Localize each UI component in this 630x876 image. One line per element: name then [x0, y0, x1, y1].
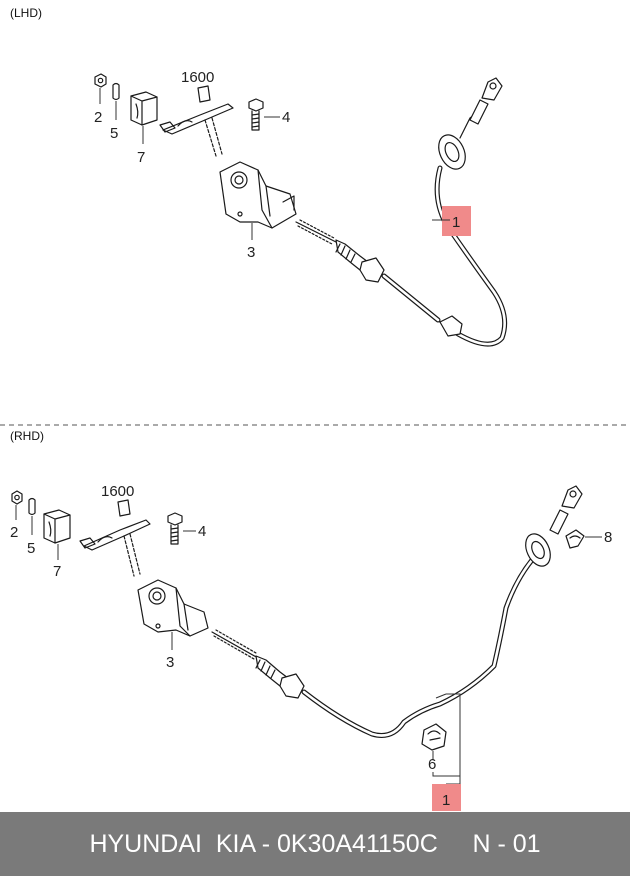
- rhd-bushing-part-7: [43, 509, 71, 560]
- rhd-clamp-part-6: [421, 723, 447, 760]
- footer-part-number: HYUNDAI KIA - 0K30A41150C N - 01: [89, 829, 541, 858]
- section-label-lhd: (LHD): [10, 6, 42, 20]
- rhd-label-3: 3: [166, 654, 174, 671]
- lhd-label-2: 2: [94, 109, 102, 126]
- lhd-label-1: 1: [452, 214, 460, 231]
- rhd-highlight-part-1: [432, 784, 461, 811]
- rhd-label-5: 5: [27, 540, 35, 557]
- lhd-label-7: 7: [137, 149, 145, 166]
- rhd-label-7: 7: [53, 563, 61, 580]
- lhd-pin-part-5: [112, 82, 120, 120]
- rhd-label-6: 6: [428, 756, 436, 773]
- rhd-lever-clip-part-1600: [79, 499, 151, 577]
- rhd-label-8: 8: [604, 529, 612, 546]
- lhd-label-1600: 1600: [181, 69, 214, 86]
- rhd-pin-part-5: [28, 497, 36, 535]
- rhd-cable-part-1: [211, 485, 583, 738]
- lhd-highlight-part-1: [442, 206, 471, 236]
- rhd-clip-part-8: [565, 529, 602, 549]
- lhd-label-3: 3: [247, 244, 255, 261]
- lhd-cable-part-1: [295, 77, 508, 347]
- parts-diagram: (LHD) 2 5 7 1600 4: [0, 6, 630, 811]
- lhd-label-4: 4: [282, 109, 290, 126]
- lhd-label-5: 5: [110, 125, 118, 142]
- lhd-lever-clip-part-1600: [159, 85, 234, 157]
- rhd-label-1600: 1600: [101, 483, 134, 500]
- lhd-bolt-part-4: [248, 98, 280, 131]
- rhd-label-1: 1: [442, 792, 450, 809]
- footer-bar: HYUNDAI KIA - 0K30A41150C N - 01: [0, 812, 630, 876]
- rhd-label-2: 2: [10, 524, 18, 541]
- rhd-bolt-part-4: [167, 512, 196, 545]
- lhd-nut-part-2: [94, 73, 107, 104]
- rhd-nut-part-2: [11, 490, 23, 520]
- rhd-label-4: 4: [198, 523, 206, 540]
- rhd-bracket-part-3: [137, 579, 209, 650]
- section-label-rhd: (RHD): [10, 429, 44, 443]
- lhd-bracket-part-3: [219, 161, 297, 240]
- lhd-bushing-part-7: [130, 91, 158, 144]
